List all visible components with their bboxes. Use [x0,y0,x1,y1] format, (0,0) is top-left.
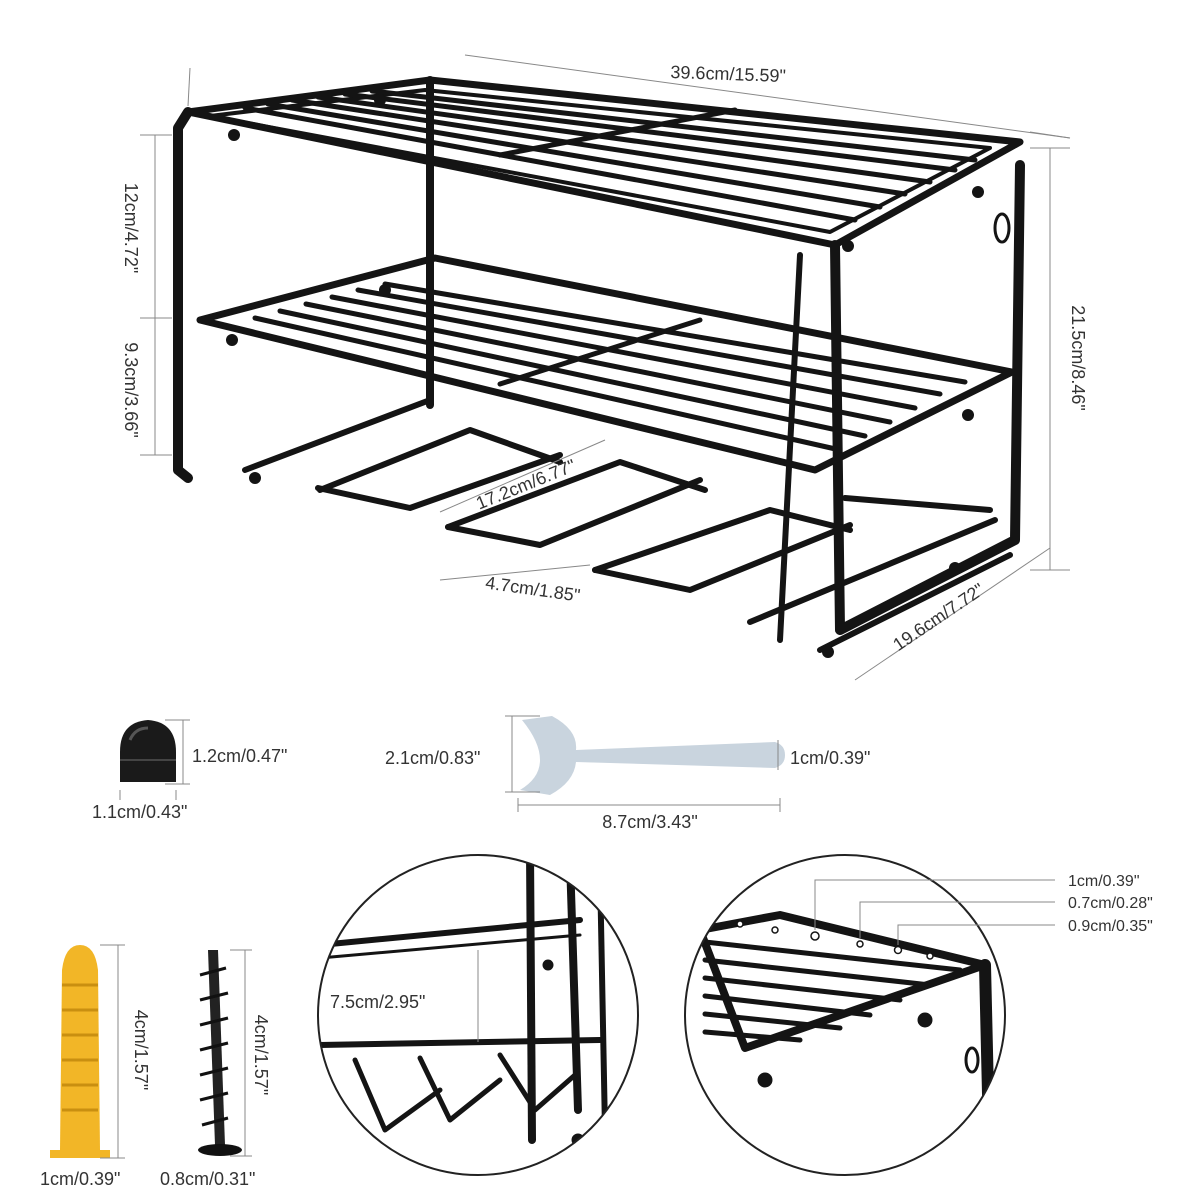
wrench-length-label: 8.7cm/3.43" [602,812,697,832]
rack-dimension-lines [140,54,1071,681]
wall-anchor-icon [60,945,100,1150]
top-shelf-frame [184,76,1024,249]
lower-shelf-bars [252,281,968,453]
detail-gap-label: 7.5cm/2.95" [330,992,425,1012]
keyhole-slot [993,212,1011,244]
front-right-post [777,252,803,643]
screw-length-label: 4cm/1.57" [251,1015,271,1095]
tool-rack [173,76,1025,658]
rack-width-label: 39.6cm/15.59" [670,62,786,86]
detail-circle-right [684,854,1055,1176]
slot-width-label: 4.7cm/1.85" [484,573,581,606]
anchor-diameter-label: 1cm/0.39" [40,1169,120,1189]
left-side-frame [173,107,193,483]
total-height-label: 21.5cm/8.46" [1068,305,1088,410]
hole-medium-label: 0.7cm/0.28" [1068,895,1153,912]
anchor-length-label: 4cm/1.57" [131,1010,151,1090]
rack-cap-nuts [226,94,984,658]
wrench [505,715,785,812]
cap-nut [119,719,190,800]
screw-icon [198,1144,242,1156]
screw [198,949,252,1157]
cap-nut-width-label: 1.1cm/0.43" [92,802,187,822]
right-side-frame [830,160,1025,635]
cap-nut-height-label: 1.2cm/0.47" [192,746,287,766]
bottom-tool-slots [242,397,1013,653]
hole-small-label: 0.9cm/0.35" [1068,918,1153,935]
wrench-icon [520,716,785,795]
hole-large-label: 1cm/0.39" [1068,873,1140,890]
lower-gap-label: 9.3cm/3.66" [121,342,141,437]
wrench-handle-label: 1cm/0.39" [790,748,870,768]
upper-gap-label: 12cm/4.72" [121,183,141,273]
screw-diameter-label: 0.8cm/0.31" [160,1169,255,1189]
lower-shelf-frame [196,254,1016,474]
top-shelf-bars [242,88,978,223]
top-shelf-inner [208,88,992,234]
wrench-jaw-label: 2.1cm/0.83" [385,748,480,768]
detail-circle-left [317,854,639,1176]
wall-anchor [50,944,125,1159]
